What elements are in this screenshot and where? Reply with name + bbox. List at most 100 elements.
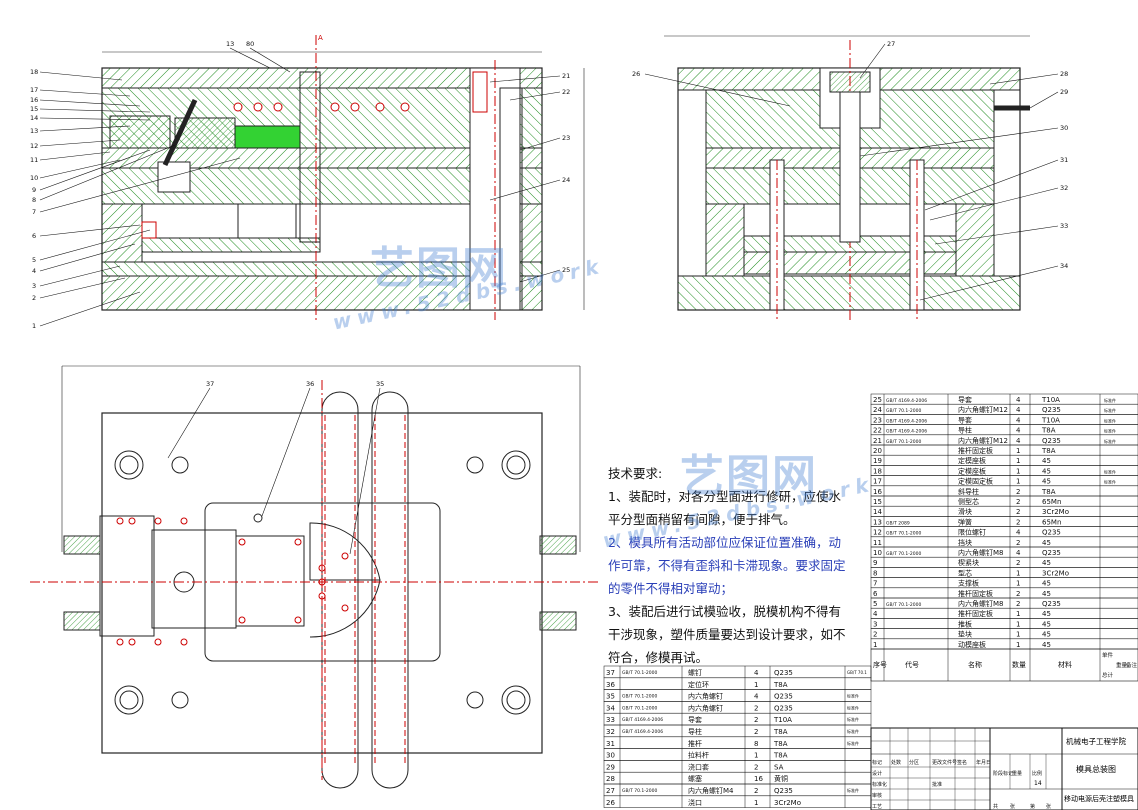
title-block-label: 共: [993, 803, 998, 810]
bom-header-mat: 材料: [1058, 660, 1072, 669]
bom-right-header: [870, 648, 1138, 682]
bom-left-row: [603, 760, 872, 773]
svg-text:36: 36: [306, 380, 314, 388]
svg-text:14: 14: [30, 114, 38, 122]
bom-right-mat: 45: [1042, 467, 1051, 475]
svg-text:27: 27: [887, 40, 895, 48]
bom-right-note: 标准件: [1104, 397, 1116, 403]
bom-right-name: 定模固定板: [958, 477, 993, 486]
bom-left-no: 34: [606, 704, 615, 712]
bom-right-no: 8: [873, 569, 877, 577]
bom-left-row: [603, 748, 872, 761]
svg-text:4: 4: [32, 267, 36, 275]
svg-text:17: 17: [30, 86, 38, 94]
bom-right-mat: Q235: [1042, 600, 1061, 608]
bom-right-name: 推杆固定板: [958, 446, 993, 455]
bom-right-std: GB/T 70.1-2000: [886, 551, 922, 557]
svg-text:28: 28: [1060, 70, 1068, 78]
bom-right-no: 16: [873, 488, 882, 496]
svg-text:26: 26: [632, 70, 640, 78]
bom-left-mat: SA: [774, 763, 784, 771]
bom-left-name: 内六角螺钉: [688, 692, 723, 701]
bom-right-mat: 45: [1042, 559, 1051, 567]
bom-right-qty: 4: [1016, 416, 1021, 424]
bom-right-std: GB/T 4169.4-2006: [886, 418, 927, 424]
svg-text:34: 34: [1060, 262, 1068, 270]
bom-left-no: 30: [606, 752, 615, 760]
bom-right-mat: 45: [1042, 457, 1051, 465]
bom-right-mat: 3Cr2Mo: [1042, 508, 1069, 516]
bom-right-mat: 45: [1042, 610, 1051, 618]
bom-right-row: [870, 556, 1138, 568]
bom-header-std: 代号: [905, 660, 919, 669]
svg-text:2: 2: [32, 294, 36, 302]
bom-right-std: GB/T 70.1-2000: [886, 602, 922, 608]
bom-left-no: 31: [606, 740, 615, 748]
bom-right-no: 21: [873, 437, 882, 445]
bom-left-std: GB/T 70.1-2000: [622, 670, 658, 676]
bom-left-no: 27: [606, 787, 615, 795]
bom-right-name: 弹簧: [958, 517, 972, 526]
sheet-no: 14: [1034, 780, 1042, 787]
svg-text:32: 32: [1060, 184, 1068, 192]
tech-req-title: 技术要求:: [608, 466, 663, 481]
bom-right-qty: 2: [1016, 518, 1020, 526]
bom-right-name: 型芯: [958, 568, 972, 577]
bom-right-mat: T10A: [1041, 396, 1060, 404]
bom-right-mat: T8A: [1041, 447, 1056, 455]
title-block-label: 第: [1030, 803, 1035, 810]
bom-right-name: 动模座板: [958, 640, 986, 649]
svg-text:23: 23: [562, 134, 570, 142]
bom-left-note: 标准件: [847, 693, 859, 699]
bom-right-name: 限位螺钉: [958, 528, 986, 537]
bom-right-mat: T8A: [1041, 488, 1056, 496]
bom-right-no: 17: [873, 478, 882, 486]
bom-right-qty: 1: [1016, 457, 1020, 465]
bom-right-row: [870, 505, 1138, 517]
bom-left-std: GB/T 70.1-2000: [622, 705, 658, 711]
bom-header-total: 总计: [1102, 671, 1114, 679]
bom-left-qty: 2: [754, 716, 758, 724]
bom-right-no: 1: [873, 641, 877, 649]
part-name: 移动电源后壳注塑模具: [1064, 794, 1134, 803]
bom-right-no: 10: [873, 549, 882, 557]
bom-left-qty: 4: [754, 693, 759, 701]
title-block-label: 重量: [1012, 770, 1022, 777]
svg-text:21: 21: [562, 72, 570, 80]
bom-left-mat: T8A: [773, 728, 788, 736]
bom-right-no: 13: [873, 518, 882, 526]
bom-left-mat: 3Cr2Mo: [774, 799, 801, 807]
bom-right-qty: 1: [1016, 467, 1020, 475]
svg-text:11: 11: [30, 156, 38, 164]
bom-right-name: 定模座板: [958, 466, 986, 475]
bom-right-name: 挡块: [958, 538, 972, 547]
bom-right-name: 推杆固定板: [958, 589, 993, 598]
bom-right-name: 推板: [958, 619, 972, 628]
bom-right-mat: Q235: [1042, 549, 1061, 557]
bom-right-qty: 1: [1016, 620, 1020, 628]
svg-text:1: 1: [32, 322, 36, 330]
svg-text:29: 29: [1060, 88, 1068, 96]
bom-right-no: 18: [873, 467, 882, 475]
bom-right-mat: T10A: [1041, 416, 1060, 424]
bom-right-std: GB/T 4169.4-2006: [886, 398, 927, 404]
svg-text:37: 37: [206, 380, 214, 388]
bom-header-no: 序号: [873, 660, 887, 669]
bom-right-no: 4: [873, 610, 878, 618]
bom-left-mat: Q235: [774, 704, 793, 712]
bom-right-row: [870, 516, 1138, 527]
bom-right-no: 14: [873, 508, 882, 516]
drawing-name: 模具总装图: [1076, 764, 1116, 774]
tech-req-item-1: 1、装配时，对各分型面进行修研，应使水平分型面稍留有间隙，便于排气。: [608, 489, 841, 527]
title-block-label: 批准: [932, 781, 942, 788]
bom-right-name: 滑块: [958, 507, 972, 516]
bom-right-qty: 1: [1016, 580, 1020, 588]
bom-right-row: [870, 485, 1138, 497]
bom-left-name: 定位环: [688, 680, 709, 689]
bom-left-note: 标准件: [847, 728, 859, 734]
bom-right-no: 2: [873, 631, 877, 639]
svg-text:30: 30: [1060, 124, 1068, 132]
bom-right-no: 12: [873, 529, 882, 537]
